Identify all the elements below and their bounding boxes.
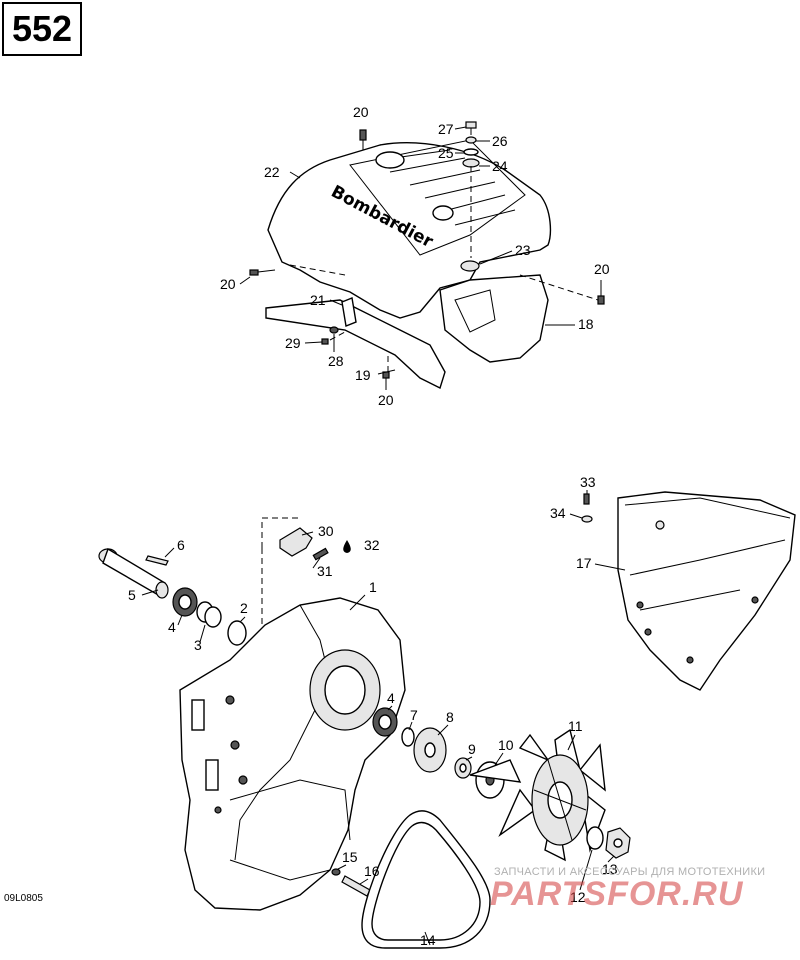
label-34: 34 xyxy=(550,505,566,521)
label-18: 18 xyxy=(578,316,594,332)
deflector-18 xyxy=(439,274,549,363)
grommet-23 xyxy=(460,260,480,272)
fan-11 xyxy=(469,728,606,862)
cover-assembly: Bombardier xyxy=(249,121,605,389)
label-31: 31 xyxy=(317,563,333,579)
label-15: 15 xyxy=(342,849,358,865)
washer-12 xyxy=(586,826,604,850)
page-number-box: 552 xyxy=(2,2,82,56)
label-8: 8 xyxy=(446,709,454,725)
grommet-24 xyxy=(462,158,480,168)
callout-labels: 20 27 26 25 24 22 23 20 20 21 18 29 28 1… xyxy=(128,104,618,948)
label-32: 32 xyxy=(364,537,380,553)
label-19: 19 xyxy=(355,367,371,383)
screw-20-top xyxy=(359,129,367,150)
label-20-left: 20 xyxy=(220,276,236,292)
label-25: 25 xyxy=(438,145,454,161)
leader-lines xyxy=(141,126,626,946)
label-33: 33 xyxy=(580,474,596,490)
label-16: 16 xyxy=(364,863,380,879)
washer-25 xyxy=(463,148,479,156)
label-17: 17 xyxy=(576,555,592,571)
label-27: 27 xyxy=(438,121,454,137)
nut-28 xyxy=(329,326,339,334)
bearing-4-right xyxy=(372,707,398,737)
nut-9 xyxy=(454,757,472,779)
nut-13 xyxy=(605,827,631,859)
screw-20-left xyxy=(249,269,276,276)
bearing-4-left xyxy=(172,587,198,617)
label-1: 1 xyxy=(369,579,377,595)
label-5: 5 xyxy=(128,587,136,603)
label-20-right: 20 xyxy=(594,261,610,277)
label-12: 12 xyxy=(570,889,586,905)
label-28: 28 xyxy=(328,353,344,369)
circlip-2 xyxy=(227,620,247,646)
screw-33 xyxy=(583,493,590,505)
shaft-5 xyxy=(98,547,169,599)
grease-drop-32 xyxy=(343,540,351,553)
screw-29 xyxy=(321,338,329,345)
label-23: 23 xyxy=(515,242,531,258)
label-7: 7 xyxy=(410,707,418,723)
washer-34 xyxy=(581,515,593,523)
label-21: 21 xyxy=(310,292,326,308)
cover-top-panel xyxy=(349,139,526,256)
label-13: 13 xyxy=(602,861,618,877)
label-29: 29 xyxy=(285,335,301,351)
cover-boss-right xyxy=(432,205,454,221)
label-24: 24 xyxy=(492,158,508,174)
label-6: 6 xyxy=(177,537,185,553)
ring-3 xyxy=(196,601,222,628)
clip-30 xyxy=(279,527,313,557)
seal-7 xyxy=(401,727,415,747)
fan-shroud-17 xyxy=(617,491,796,691)
screw-20-right xyxy=(597,295,605,305)
bolt-31 xyxy=(312,547,329,561)
deflector-window xyxy=(454,289,496,333)
label-9: 9 xyxy=(468,741,476,757)
watermark-brand: PARTSFOR.RU xyxy=(490,875,744,913)
bolt-27 xyxy=(465,121,477,135)
label-10: 10 xyxy=(498,737,514,753)
washer-15 xyxy=(331,868,341,876)
clip-21 xyxy=(341,297,357,327)
label-26: 26 xyxy=(492,133,508,149)
page-number: 552 xyxy=(11,8,73,49)
bolt-16 xyxy=(341,875,371,897)
housing-1 xyxy=(179,597,406,911)
label-11: 11 xyxy=(568,718,583,734)
watermark-subtitle: ЗАПЧАСТИ И АКСЕССУАРЫ ДЛЯ МОТОТЕХНИКИ xyxy=(494,866,766,878)
label-4-left: 4 xyxy=(168,619,176,635)
belt-14 xyxy=(361,810,491,949)
label-4-right: 4 xyxy=(387,690,395,706)
washer-26 xyxy=(465,136,477,144)
label-20-top: 20 xyxy=(353,104,369,120)
cover-boss-left xyxy=(375,151,405,169)
label-20-bottom: 20 xyxy=(378,392,394,408)
label-22: 22 xyxy=(264,164,280,180)
label-2: 2 xyxy=(240,600,248,616)
cover-22 xyxy=(267,142,552,319)
pulley-8 xyxy=(413,727,447,773)
bracket-19 xyxy=(265,299,446,389)
label-3: 3 xyxy=(194,637,202,653)
label-30: 30 xyxy=(318,523,334,539)
pin-6 xyxy=(145,555,169,566)
drawing-code: 09L0805 xyxy=(4,893,43,904)
